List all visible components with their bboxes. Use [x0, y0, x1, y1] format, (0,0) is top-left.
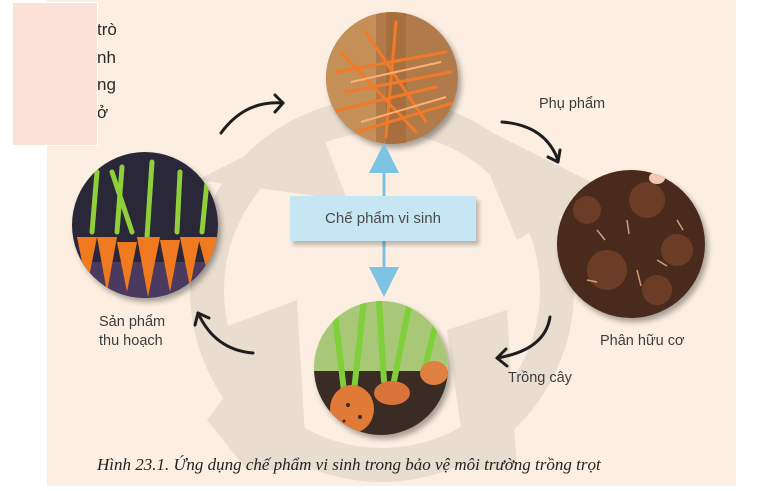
side-text-line: trò: [97, 20, 117, 39]
photo-shredded-carrot: [326, 12, 458, 144]
side-text-line: ng: [97, 75, 116, 94]
compost-image: [557, 170, 705, 318]
label-byproduct: Phụ phẩm: [539, 96, 606, 112]
label-harvest-line1: Sản phẩm: [99, 314, 166, 330]
side-text-line: nh: [97, 47, 116, 67]
label-compost: Phân hữu cơ: [600, 333, 685, 349]
center-label: Chế phẩm vi sinh: [325, 210, 441, 227]
label-planting: Trồng cây: [508, 370, 572, 386]
photo-growing-carrots: [314, 301, 448, 435]
shredded-carrot-image: [326, 12, 458, 144]
side-text-line: ở: [97, 102, 109, 122]
partial-side-text: trò nh ng ở: [97, 16, 117, 126]
label-harvest: Sản phẩm thu hoạch: [99, 313, 165, 351]
figure-caption: Hình 23.1. Ứng dụng chế phẩm vi sinh tro…: [97, 455, 601, 474]
photo-harvested-carrots: [72, 152, 218, 298]
harvested-carrots-image: [72, 152, 218, 298]
growing-carrots-image: [314, 301, 448, 435]
overlay-box: [12, 2, 98, 146]
microbial-preparation-box: Chế phẩm vi sinh: [290, 196, 476, 241]
photo-compost: [557, 170, 705, 318]
label-harvest-line2: thu hoạch: [99, 333, 163, 349]
